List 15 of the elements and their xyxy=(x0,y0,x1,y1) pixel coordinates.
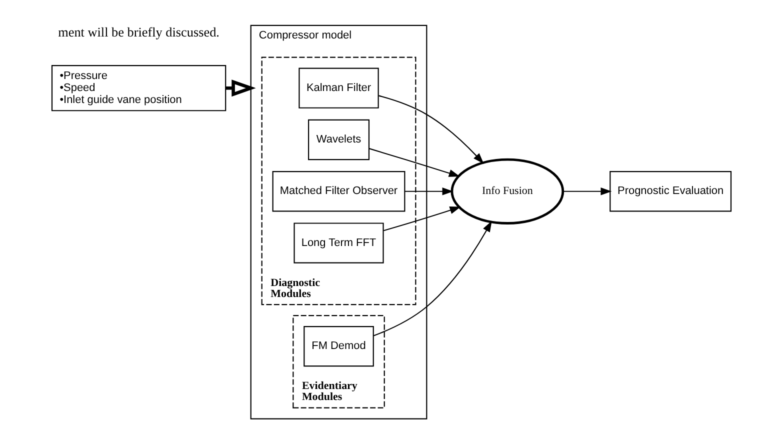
arrow xyxy=(378,94,484,164)
node-box: Matched Filter Observer xyxy=(272,170,405,212)
arrow xyxy=(372,220,492,336)
node-box: Wavelets xyxy=(308,118,370,160)
node-ellipse: Info Fusion xyxy=(450,158,564,224)
arrow xyxy=(404,187,453,195)
node-box: •Pressure •Speed •Inlet guide vane position xyxy=(50,64,226,111)
node-box: Prognostic Evaluation xyxy=(609,170,732,212)
arrow xyxy=(383,206,460,231)
node-box: Long Term FFT xyxy=(293,222,384,263)
label: ment will be briefly discussed. xyxy=(58,24,219,40)
arrow xyxy=(562,187,612,195)
node-box: FM Demod xyxy=(303,325,374,366)
node-box: Kalman Filter xyxy=(298,67,378,108)
arrow xyxy=(368,148,460,176)
